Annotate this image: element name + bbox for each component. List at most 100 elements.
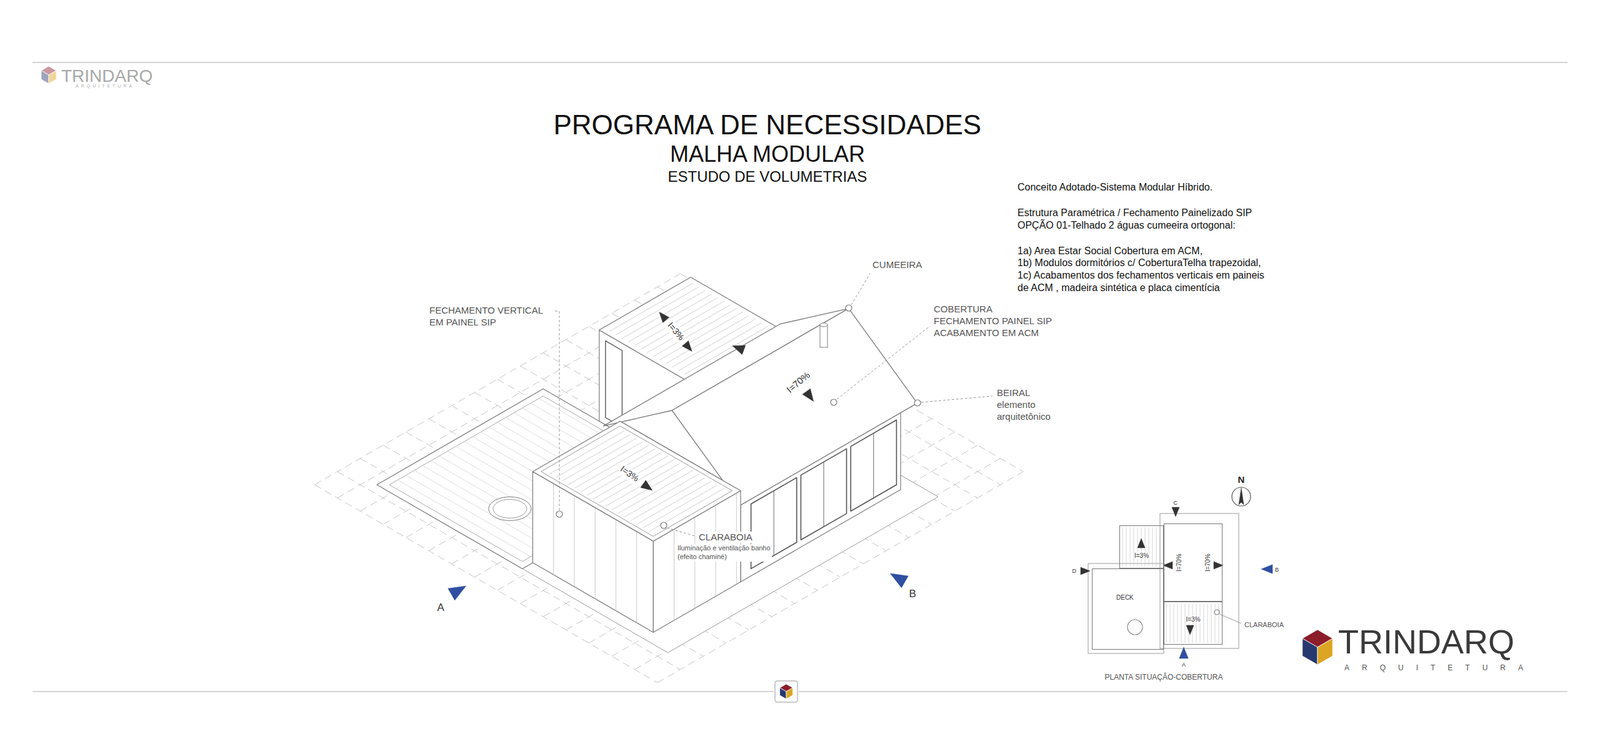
north-needle: [1238, 488, 1244, 505]
cube-left: [41, 70, 49, 84]
sheet-frame: [32, 62, 1568, 703]
plan-module: I=3%: [1163, 601, 1223, 645]
plan-outline: [1088, 563, 1164, 654]
note-line: 1a) Area Estar Social Cobertura em ACM,: [1016, 245, 1204, 258]
plan-roof: I=70%I=70%: [1163, 523, 1223, 602]
slope-arrow: [1137, 538, 1145, 549]
deck-plank: [414, 470, 548, 548]
plan-tile-line: [1160, 527, 1161, 567]
slope-arrow: [802, 388, 814, 402]
plan-tile-line: [1192, 604, 1194, 644]
roof-tile-line: [586, 452, 662, 496]
plan-tile-line: [1133, 527, 1135, 567]
roof-tile-line: [621, 290, 705, 339]
section-letter: C: [1173, 500, 1179, 507]
slope-arrow: [659, 312, 670, 324]
leader-line: [1219, 614, 1242, 624]
cladding-joint: [615, 520, 617, 612]
callout-label: CLARABOIA: [1243, 621, 1285, 630]
section-letter: B: [908, 587, 917, 601]
node-text: I=70%: [1175, 553, 1183, 572]
modular-grid: [314, 273, 1024, 684]
roof-plan: [1080, 487, 1273, 659]
glazing: [605, 341, 623, 428]
border-rule: [32, 61, 1568, 63]
roof-tile-line: [609, 283, 693, 332]
plan-deck-circle: [1127, 620, 1143, 635]
roof-tile-line: [574, 445, 650, 489]
north-letter: N: [1237, 474, 1246, 487]
callout-marker: [845, 305, 852, 312]
callout-marker: [660, 522, 667, 529]
note-line: 1c) Acabamentos dos fechamentos verticai…: [1016, 269, 1274, 295]
slope-arrow: [1213, 561, 1224, 570]
roof-tile-line: [549, 431, 625, 475]
logo-subtitle: ARQUITETURA: [1343, 663, 1537, 674]
leader-line: [546, 311, 560, 511]
plan-tile-line: [1200, 604, 1201, 644]
plan-tile-line: [1166, 604, 1167, 644]
roof-tile-line: [643, 485, 719, 529]
section-marker: [1080, 567, 1090, 575]
roof-tile-line: [653, 308, 737, 357]
sheet-title: PROGRAMA DE NECESSIDADES: [553, 107, 983, 142]
plan-tile-line: [1173, 604, 1175, 644]
cube-right: [786, 688, 793, 700]
plan-tile-line: [1122, 527, 1124, 567]
plan-tile-line: [1156, 527, 1157, 567]
plan-tile-line: [1148, 527, 1150, 567]
plan-tile-line: [1177, 604, 1179, 644]
callout-marker: [830, 399, 837, 406]
door-frame: [873, 433, 874, 499]
cladding-joint: [595, 507, 596, 599]
plan-tile-line: [1196, 604, 1197, 644]
roof-tile-line: [649, 488, 725, 532]
note-line: Conceito Adotado-Sistema Modular Híbrido…: [1016, 181, 1214, 194]
cladding-joint: [553, 483, 554, 575]
plan-tile-line: [1126, 527, 1127, 567]
node-text: I=3%: [1134, 552, 1149, 560]
slope-arrow: [681, 341, 692, 352]
callout-label: CLARABOIA: [698, 531, 754, 544]
leader-line: [836, 326, 930, 400]
logo-cube: [1302, 630, 1333, 665]
cube-left: [780, 688, 787, 700]
plan-skylight: [1214, 610, 1220, 615]
section-letter: A: [436, 601, 445, 615]
vent-pipe: [820, 323, 828, 327]
cladding-joint: [573, 495, 575, 587]
parapet: [541, 426, 733, 537]
plan-caption: PLANTA SITUAÇÃO-COBERTURA: [1104, 673, 1224, 683]
icon-frame: [775, 681, 798, 703]
callout-marker: [556, 511, 563, 518]
node-text: I=3%: [1185, 616, 1200, 624]
border-rule: [798, 691, 1568, 692]
plan-tile-line: [1207, 604, 1209, 644]
cube-left: [1302, 638, 1318, 665]
plan-tile-line: [1152, 527, 1154, 567]
plan-tile-line: [1130, 527, 1131, 567]
roof-tile-line: [568, 441, 644, 485]
note-line: Estrutura Paramétrica / Fechamento Paine…: [1016, 206, 1253, 220]
cladding-joint: [694, 517, 695, 609]
slope-arrow: [732, 345, 746, 355]
cladding-joint: [636, 531, 637, 624]
roof-tile-line: [605, 463, 681, 507]
border-rule: [32, 691, 774, 692]
roof-tile-line: [646, 305, 730, 354]
note-line: OPÇÃO 01-Telhado 2 águas cumeeira ortogo…: [1016, 219, 1237, 232]
section-letter: A: [1181, 661, 1187, 669]
slope-arrow: [1163, 561, 1173, 570]
vent-pipe: [820, 325, 828, 348]
cube-right: [1317, 638, 1333, 665]
plan-outline: [1160, 513, 1239, 649]
plan-module: I=3%: [1119, 525, 1164, 569]
roof-tile-line: [640, 301, 724, 350]
roof-tile-line: [599, 460, 675, 504]
sheet-subtitle: MALHA MODULAR: [669, 140, 866, 169]
section-marker: [1171, 507, 1180, 517]
callout-label: CUMEEIRA: [871, 259, 923, 272]
deck-plank: [406, 475, 540, 553]
plan-tile-line: [1188, 604, 1190, 644]
plan-deck: DECK: [1091, 568, 1164, 650]
